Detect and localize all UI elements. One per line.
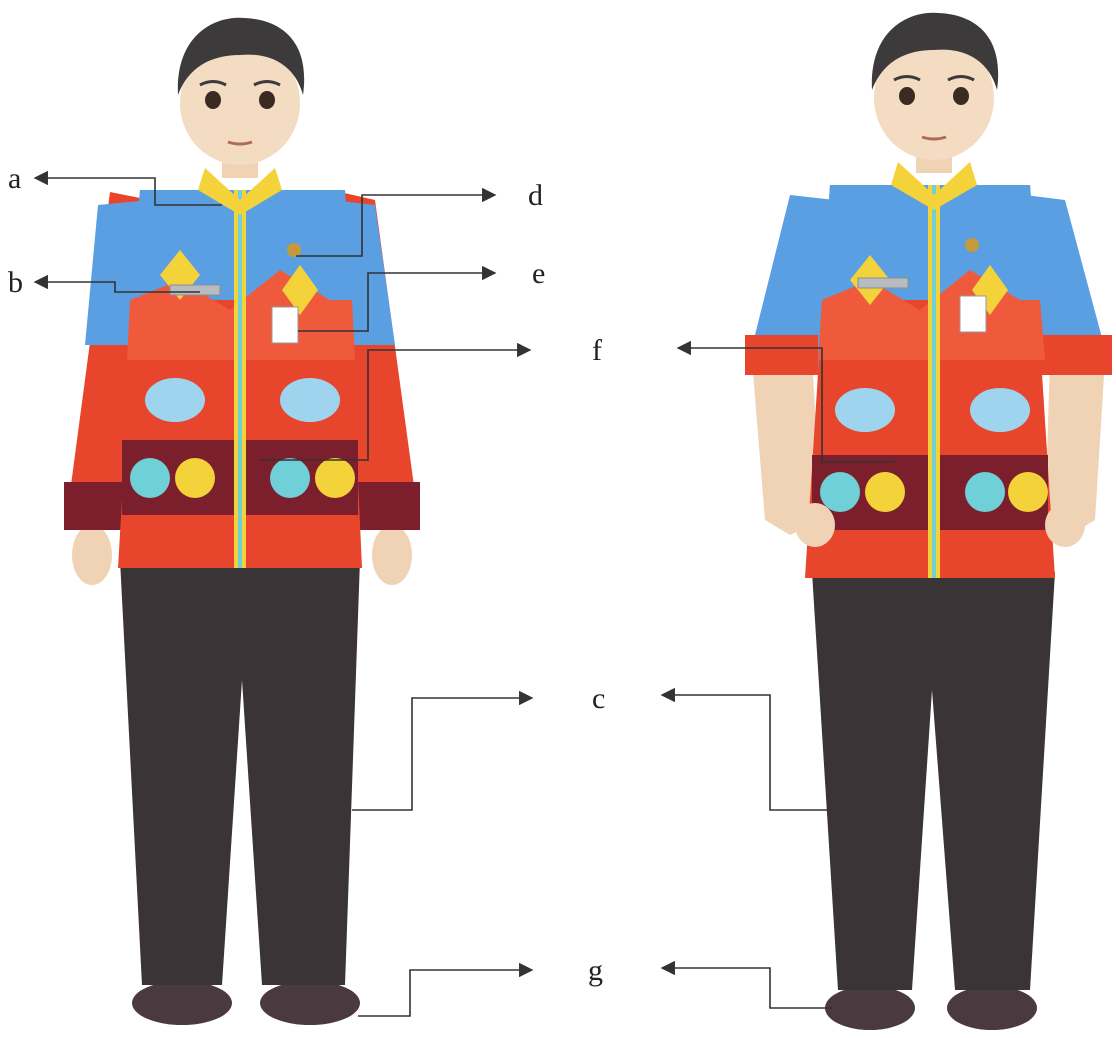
left-name-tag <box>170 285 220 295</box>
right-hand-right <box>1045 503 1085 547</box>
label-d: d <box>528 179 543 212</box>
right-shoe-left <box>825 986 915 1030</box>
right-trousers <box>812 572 1055 990</box>
left-cuff-left <box>64 482 130 530</box>
right-hand-left <box>795 503 835 547</box>
right-id-card <box>960 296 986 332</box>
left-hand-left <box>72 525 112 585</box>
leader-g-left <box>358 970 532 1016</box>
right-badge-pin <box>965 238 979 252</box>
leader-c-left <box>352 698 532 810</box>
right-name-tag <box>858 278 908 288</box>
left-shoe-right <box>260 981 360 1025</box>
figure-left <box>64 18 420 1025</box>
leader-g-right <box>662 968 833 1008</box>
label-a: a <box>8 162 21 195</box>
left-cuff-right <box>358 482 420 530</box>
left-id-card <box>272 307 298 343</box>
label-c: c <box>592 682 605 715</box>
label-f: f <box>592 334 602 367</box>
left-hand-right <box>372 525 412 585</box>
label-e: e <box>532 257 545 290</box>
figure-right <box>745 13 1112 1030</box>
left-trousers <box>120 560 360 985</box>
label-g: g <box>588 954 603 987</box>
left-badge-pin <box>287 243 301 257</box>
leader-c-right <box>662 695 833 810</box>
left-shoe-left <box>132 981 232 1025</box>
right-shoe-right <box>947 986 1037 1030</box>
label-b: b <box>8 266 23 299</box>
